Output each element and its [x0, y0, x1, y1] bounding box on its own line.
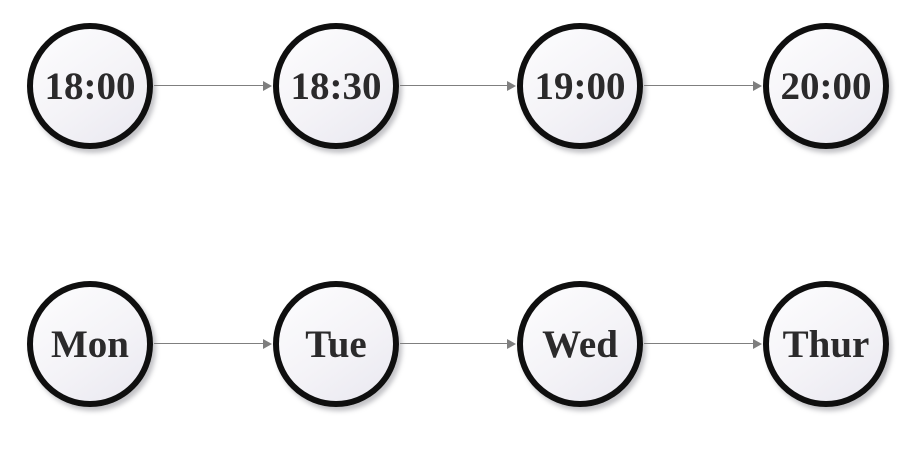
arrowhead-icon [753, 81, 762, 91]
arrow-line [154, 343, 265, 344]
arrowhead-icon [507, 339, 516, 349]
arrow-1800-1830 [154, 80, 272, 92]
node-day-wed: Wed [517, 281, 643, 407]
node-time-2000: 20:00 [763, 23, 889, 149]
arrow-1830-1900 [400, 80, 516, 92]
arrow-tue-wed [400, 338, 516, 350]
arrow-wed-thur [644, 338, 762, 350]
arrow-line [644, 85, 755, 86]
arrow-line [400, 343, 509, 344]
arrowhead-icon [263, 81, 272, 91]
arrowhead-icon [263, 339, 272, 349]
arrowhead-icon [507, 81, 516, 91]
arrow-line [154, 85, 265, 86]
arrow-line [400, 85, 509, 86]
node-time-1900: 19:00 [517, 23, 643, 149]
node-time-1830: 18:30 [273, 23, 399, 149]
arrowhead-icon [753, 339, 762, 349]
arrow-mon-tue [154, 338, 272, 350]
node-day-tue: Tue [273, 281, 399, 407]
node-day-thur: Thur [763, 281, 889, 407]
arrow-line [644, 343, 755, 344]
arrow-1900-2000 [644, 80, 762, 92]
node-time-1800: 18:00 [27, 23, 153, 149]
node-day-mon: Mon [27, 281, 153, 407]
